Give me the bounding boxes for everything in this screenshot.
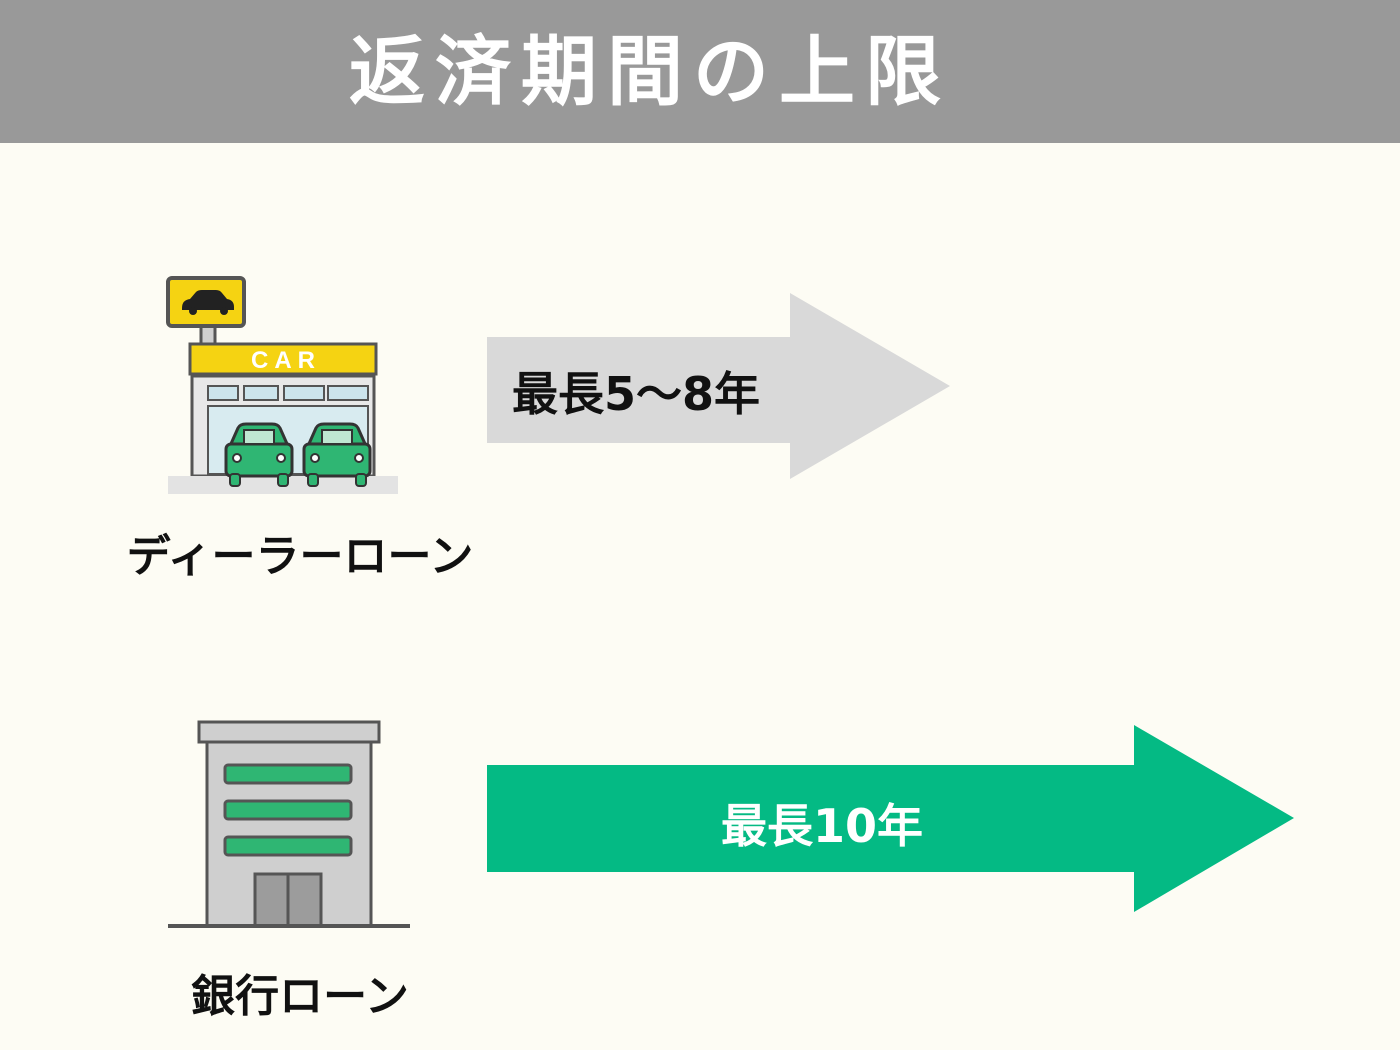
- dealer-period-text: 最長5～8年: [512, 367, 761, 421]
- bank-period-arrow: [487, 725, 1294, 912]
- page-title: 返済期間の上限: [349, 27, 951, 116]
- dealer-sign-text: CAR: [251, 347, 321, 374]
- bank-building-icon: [168, 720, 410, 928]
- bank-loan-label: 銀行ローン: [191, 971, 409, 1022]
- car-dealership-icon: CAR: [166, 276, 398, 494]
- dealer-period-arrow: [487, 293, 950, 479]
- dealer-loan-label: ディーラーローン: [126, 531, 474, 582]
- title-banner: 返済期間の上限: [0, 0, 1400, 143]
- bank-period-text: 最長10年: [720, 799, 923, 853]
